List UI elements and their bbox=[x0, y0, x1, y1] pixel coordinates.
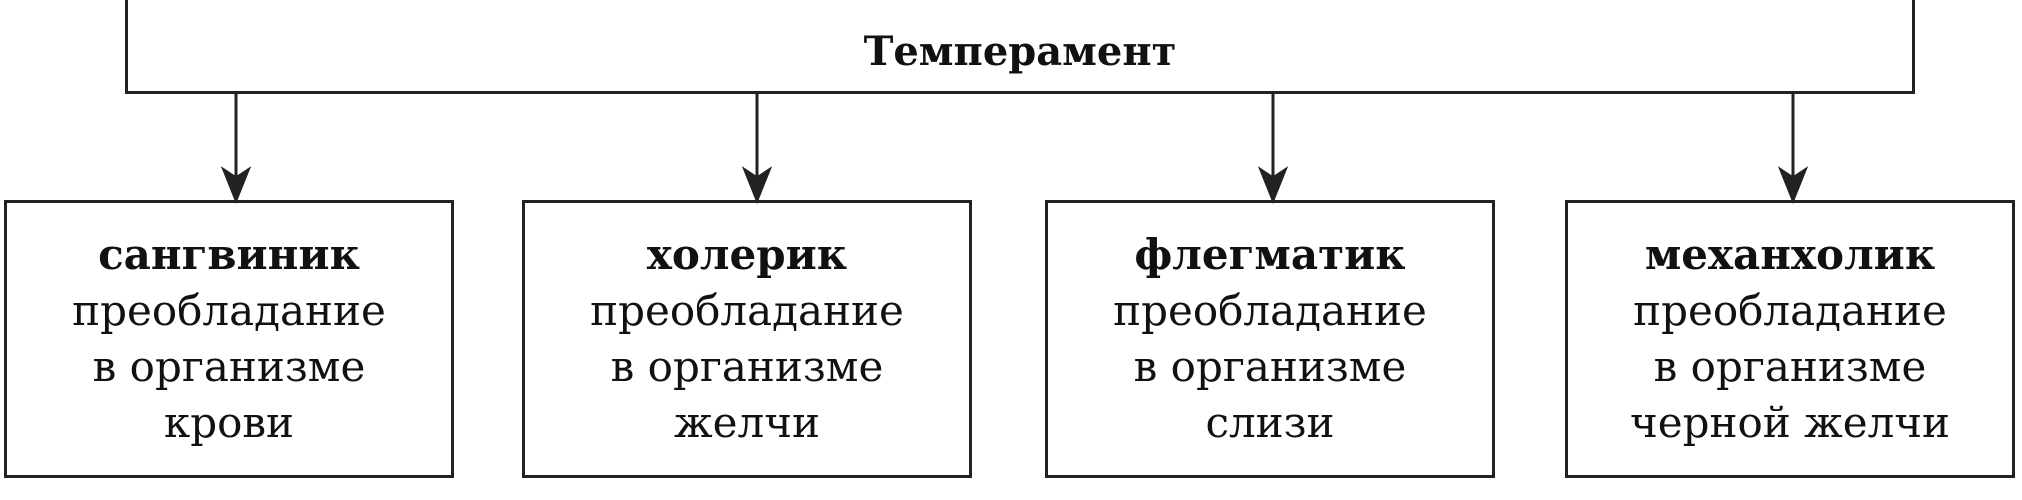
type-box-melancholic: механхолик преобладание в организме черн… bbox=[1565, 200, 2015, 478]
type-desc-line: преобладание bbox=[590, 286, 904, 335]
type-box-sanguine: сангвиник преобладание в организме крови bbox=[4, 200, 454, 478]
type-desc-line: преобладание bbox=[1633, 286, 1947, 335]
type-name: холерик bbox=[646, 230, 848, 279]
type-desc-line: слизи bbox=[1205, 398, 1335, 447]
type-desc-line: в организме bbox=[1653, 342, 1927, 391]
type-desc-line: в организме bbox=[1133, 342, 1407, 391]
type-desc-line: в организме bbox=[92, 342, 366, 391]
type-box-phlegmatic: флегматик преобладание в организме слизи bbox=[1045, 200, 1495, 478]
type-desc-line: желчи bbox=[674, 398, 820, 447]
type-name: флегматик bbox=[1134, 230, 1406, 279]
type-name: сангвиник bbox=[98, 230, 360, 279]
type-desc-line: черной желчи bbox=[1629, 398, 1951, 447]
type-box-choleric: холерик преобладание в организме желчи bbox=[522, 200, 972, 478]
type-desc-line: преобладание bbox=[1113, 286, 1427, 335]
root-title: Темперамент bbox=[863, 28, 1177, 75]
type-desc-line: крови bbox=[163, 398, 295, 447]
temperament-root-box: Темперамент bbox=[125, 0, 1915, 94]
type-desc-line: в организме bbox=[610, 342, 884, 391]
type-desc-line: преобладание bbox=[72, 286, 386, 335]
type-name: механхолик bbox=[1644, 230, 1936, 279]
